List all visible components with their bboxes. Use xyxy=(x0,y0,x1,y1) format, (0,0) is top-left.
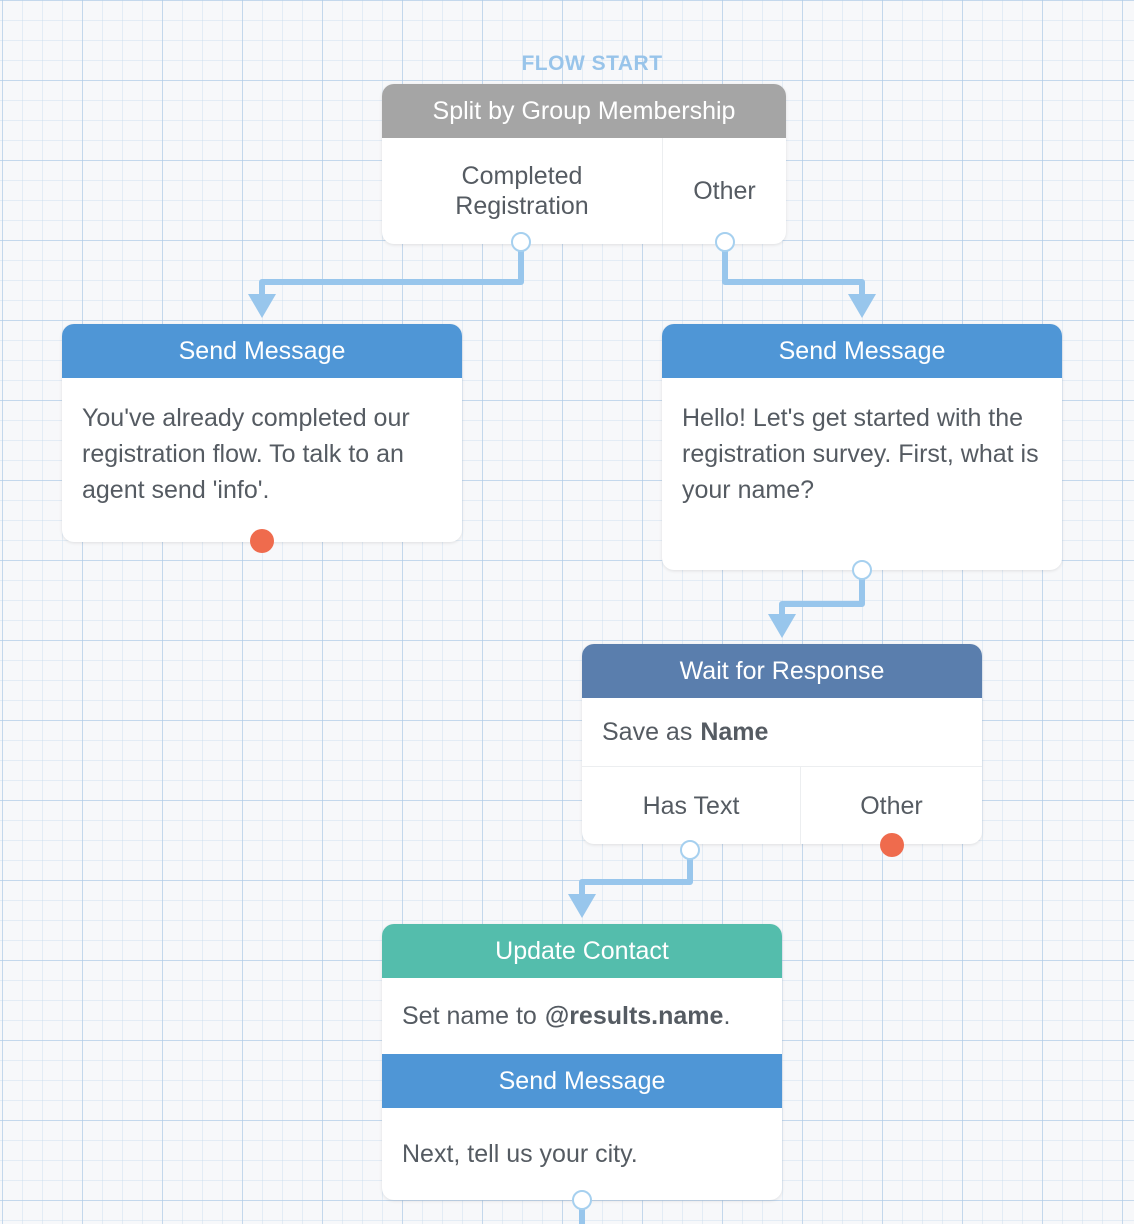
send-message-right-text: Hello! Let's get started with the regist… xyxy=(682,404,1039,504)
wire-hastext-to-update xyxy=(579,852,693,900)
send-message-right-header[interactable]: Send Message xyxy=(662,324,1062,378)
arrow-wait xyxy=(768,614,796,638)
exit-handle-update[interactable] xyxy=(572,1190,592,1210)
exit-handle-send-right[interactable] xyxy=(852,560,872,580)
dead-end-dot-wait-other[interactable] xyxy=(880,833,904,857)
wait-save-prefix: Save as xyxy=(602,718,693,746)
send-message-left-text: You've already completed our registratio… xyxy=(82,404,410,504)
arrow-update xyxy=(568,894,596,918)
arrow-send-right xyxy=(848,294,876,318)
wait-save-name: Name xyxy=(700,718,769,746)
wait-save-as-row: Save as Name xyxy=(582,698,982,766)
update-contact-header[interactable]: Update Contact xyxy=(382,924,782,978)
exit-handle-completed[interactable] xyxy=(511,232,531,252)
update-contact-node[interactable]: Update Contact Set name to @results.name… xyxy=(382,924,782,1210)
wait-node-header[interactable]: Wait for Response xyxy=(582,644,982,698)
wire-completed-to-send-left xyxy=(259,250,524,300)
arrow-send-left xyxy=(248,294,276,318)
send-message-node-left[interactable]: Send Message You've already completed ou… xyxy=(62,324,462,553)
update-set-value: @results.name xyxy=(544,1002,724,1030)
split-by-group-node[interactable]: Split by Group Membership Completed Regi… xyxy=(382,84,786,252)
exit-handle-other[interactable] xyxy=(715,232,735,252)
update-set-prefix: Set name to xyxy=(402,1002,537,1030)
update-send-message-text: Next, tell us your city. xyxy=(402,1140,638,1168)
exit-has-text[interactable]: Has Text xyxy=(642,791,740,820)
flow-start-label: FLOW START xyxy=(521,52,663,75)
exit-wait-other[interactable]: Other xyxy=(800,767,982,844)
send-message-left-header[interactable]: Send Message xyxy=(62,324,462,378)
exit-other[interactable]: Other xyxy=(662,138,786,244)
exit-handle-has-text[interactable] xyxy=(680,840,700,860)
wire-other-to-send-right xyxy=(722,250,865,300)
update-set-row: Set name to @results.name . xyxy=(382,978,782,1054)
dead-end-dot-left[interactable] xyxy=(250,529,274,553)
send-message-node-right[interactable]: Send Message Hello! Let's get started wi… xyxy=(662,324,1062,580)
update-send-message-header[interactable]: Send Message xyxy=(382,1054,782,1108)
update-set-suffix: . xyxy=(723,1002,731,1030)
wire-send-right-to-wait xyxy=(779,576,865,620)
split-node-header[interactable]: Split by Group Membership xyxy=(382,84,786,138)
wait-for-response-node[interactable]: Wait for Response Save as Name Has Text … xyxy=(582,644,982,860)
exit-completed-registration[interactable]: Completed Registration xyxy=(455,162,589,220)
